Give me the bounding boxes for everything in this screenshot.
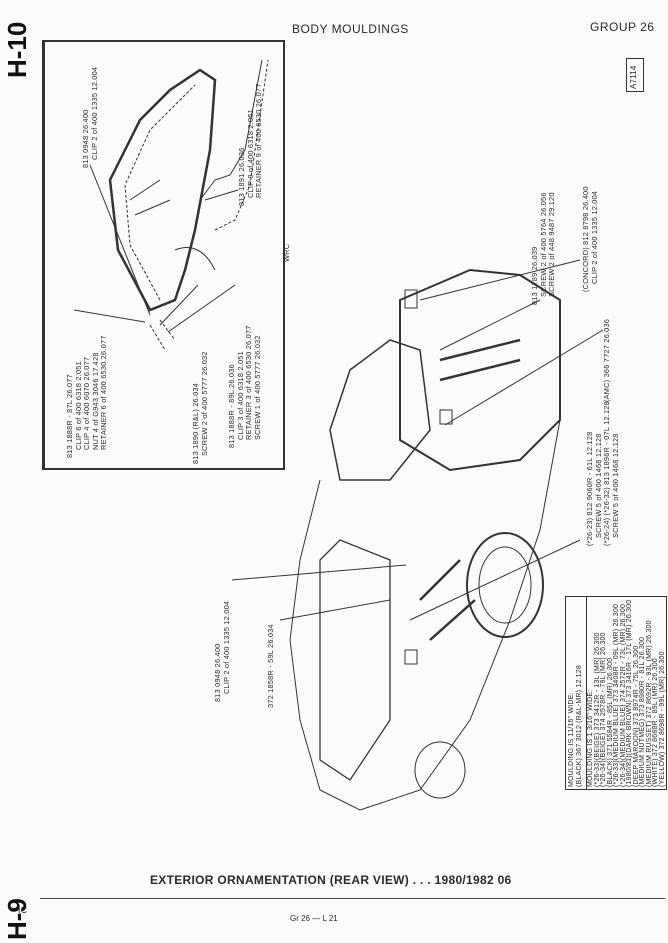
table-row: (YELLOW) 372 8698R - 99L (MR) 26.300	[658, 651, 666, 787]
caption-rule	[40, 898, 665, 899]
car-body	[289, 268, 561, 811]
inset-detail-box	[42, 40, 285, 470]
part-line: CLIP 2 of 400 1335 12.004	[89, 66, 99, 160]
callout-door: 372 1858R - 59L 26.034	[266, 624, 276, 708]
moulding-table: MOULDING IS 11/16" WIDE: (BLACK) 367 301…	[565, 596, 667, 790]
page-reference: Gr 26 — L 21	[290, 914, 338, 923]
table-row: MOULDING IS 11/16" WIDE:	[568, 692, 575, 787]
part-line: SCREW 2 of 400 5777 26.032	[199, 351, 209, 456]
part-line: RETAINER 6 of 400 6530 26.077	[99, 335, 109, 450]
part-line: CLIP 2 of 400 1335 12.004	[221, 600, 231, 694]
corner-mark: IC	[18, 905, 27, 915]
inset-window-drawing	[108, 59, 269, 351]
part-line: SCREW 1 of 400 5777 26.032	[252, 335, 262, 440]
inset-callout-c: 813 1888R - 89L 26.036 CLIP 3 of 400 631…	[227, 325, 262, 448]
moulding-wide: MOULDING IS 1 3/16" WIDE: (*26-33)(BEIGE…	[587, 600, 666, 787]
illustration-caption: EXTERIOR ORNAMENTATION (REAR VIEW) . . .…	[150, 873, 512, 887]
part-line: SCREW 5 of 400 1468 12.128	[610, 433, 620, 538]
part-line: 372 1858R - 59L 26.034	[266, 624, 275, 708]
inset-callout-d: 813 1891 26.036 CLIP 9 of 400 6318 2.051…	[237, 83, 264, 206]
inset-callout-b: 813 1890 (R&L) 26.034 SCREW 2 of 400 577…	[191, 351, 209, 464]
part-line: RETAINER 9 of 400 6530 26.077	[254, 83, 264, 198]
inset-model-label: WRC	[282, 243, 291, 262]
table-row: (BLACK) 367 3012 (R&L-MR) 12.128	[576, 665, 584, 787]
part-line: SCREW 2 of 448 9487 29.120	[547, 192, 557, 297]
part-line: (AMC) 366 7727 26.036	[602, 318, 611, 402]
section-title: BODY MOULDINGS	[292, 22, 409, 36]
callout-amc: (AMC) 366 7727 26.036	[602, 318, 612, 402]
table-divider	[586, 597, 587, 789]
callout-quarter: 813 0948 26.400 CLIP 2 of 400 1335 12.00…	[213, 600, 231, 702]
inset-callout-e: 813 0948 26.400 CLIP 2 of 400 1335 12.00…	[81, 66, 99, 168]
moulding-narrow: MOULDING IS 11/16" WIDE: (BLACK) 367 301…	[568, 665, 584, 787]
callout-lamp: (*26-23) 812 9060R - 61L 12.128 SCREW 5 …	[585, 401, 620, 546]
group-number: GROUP 26	[590, 20, 655, 34]
inset-callout-a: 813 1888R - 87L 26.077 CLIP 6 of 400 631…	[65, 335, 109, 458]
illustration-id-box: A7114	[626, 58, 644, 92]
callout-deck: 813 1789 26.039 SCREW 2 of 400 5764 26.0…	[530, 192, 557, 305]
part-line: CLIP 2 of 400 1335 12.004	[589, 190, 599, 284]
callout-concord: (CONCORD) 812 8798 26.400 CLIP 2 of 400 …	[581, 186, 599, 292]
